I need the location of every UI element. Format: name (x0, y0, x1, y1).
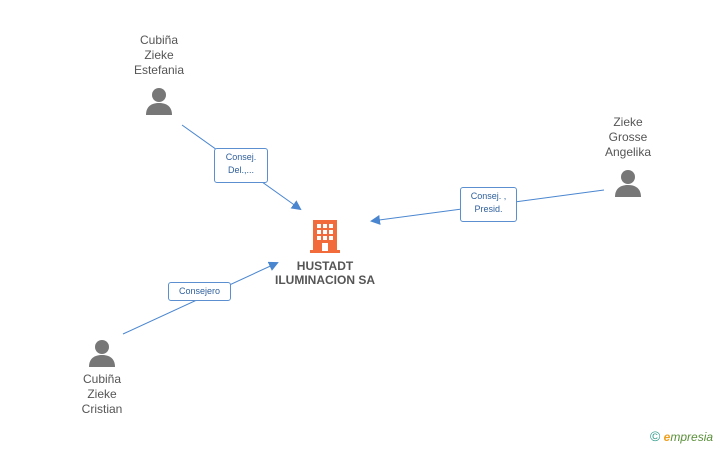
person-name-line: Cubiña (139, 33, 179, 47)
relation-label-line: Del.,... (227, 165, 254, 175)
relation-label-angelika[interactable]: Consej. , Presid. (460, 187, 517, 222)
person-name-line: Grosse (608, 130, 648, 144)
person-node-angelika[interactable]: Zieke Grosse Angelika (586, 115, 670, 198)
brand-name: mpresia (670, 430, 714, 444)
relation-label-line: Presid. (474, 204, 503, 214)
person-name-line: Angelika (604, 145, 652, 159)
person-name-line: Cristian (81, 402, 123, 416)
person-icon (146, 88, 172, 115)
person-node-cristian[interactable]: Cubiña Zieke Cristian (60, 338, 144, 417)
person-node-estefania[interactable]: Cubiña Zieke Estefania (117, 33, 201, 116)
person-icon (615, 170, 641, 197)
relation-label-line: Consej. (225, 152, 257, 162)
person-name-line: Zieke (613, 115, 643, 129)
company-name-line1: HUSTADT (296, 259, 354, 273)
company-name-line2: ILUMINACION SA (275, 273, 375, 287)
relation-label-estefania[interactable]: Consej. Del.,... (214, 148, 268, 183)
person-name-line: Zieke (87, 387, 117, 401)
building-icon (310, 220, 340, 253)
person-name-line: Estefania (133, 63, 185, 77)
company-node[interactable]: HUSTADT ILUMINACION SA (264, 218, 386, 287)
relation-label-line: Consej. , (470, 191, 507, 201)
relation-label-cristian[interactable]: Consejero (168, 282, 231, 301)
copyright-symbol: © (650, 428, 661, 444)
brand-watermark: © empresia (650, 428, 713, 444)
brand-initial: e (663, 430, 671, 444)
relation-label-line: Consejero (178, 286, 221, 296)
person-icon (89, 340, 115, 367)
person-name-line: Cubiña (82, 372, 122, 386)
person-name-line: Zieke (144, 48, 174, 62)
